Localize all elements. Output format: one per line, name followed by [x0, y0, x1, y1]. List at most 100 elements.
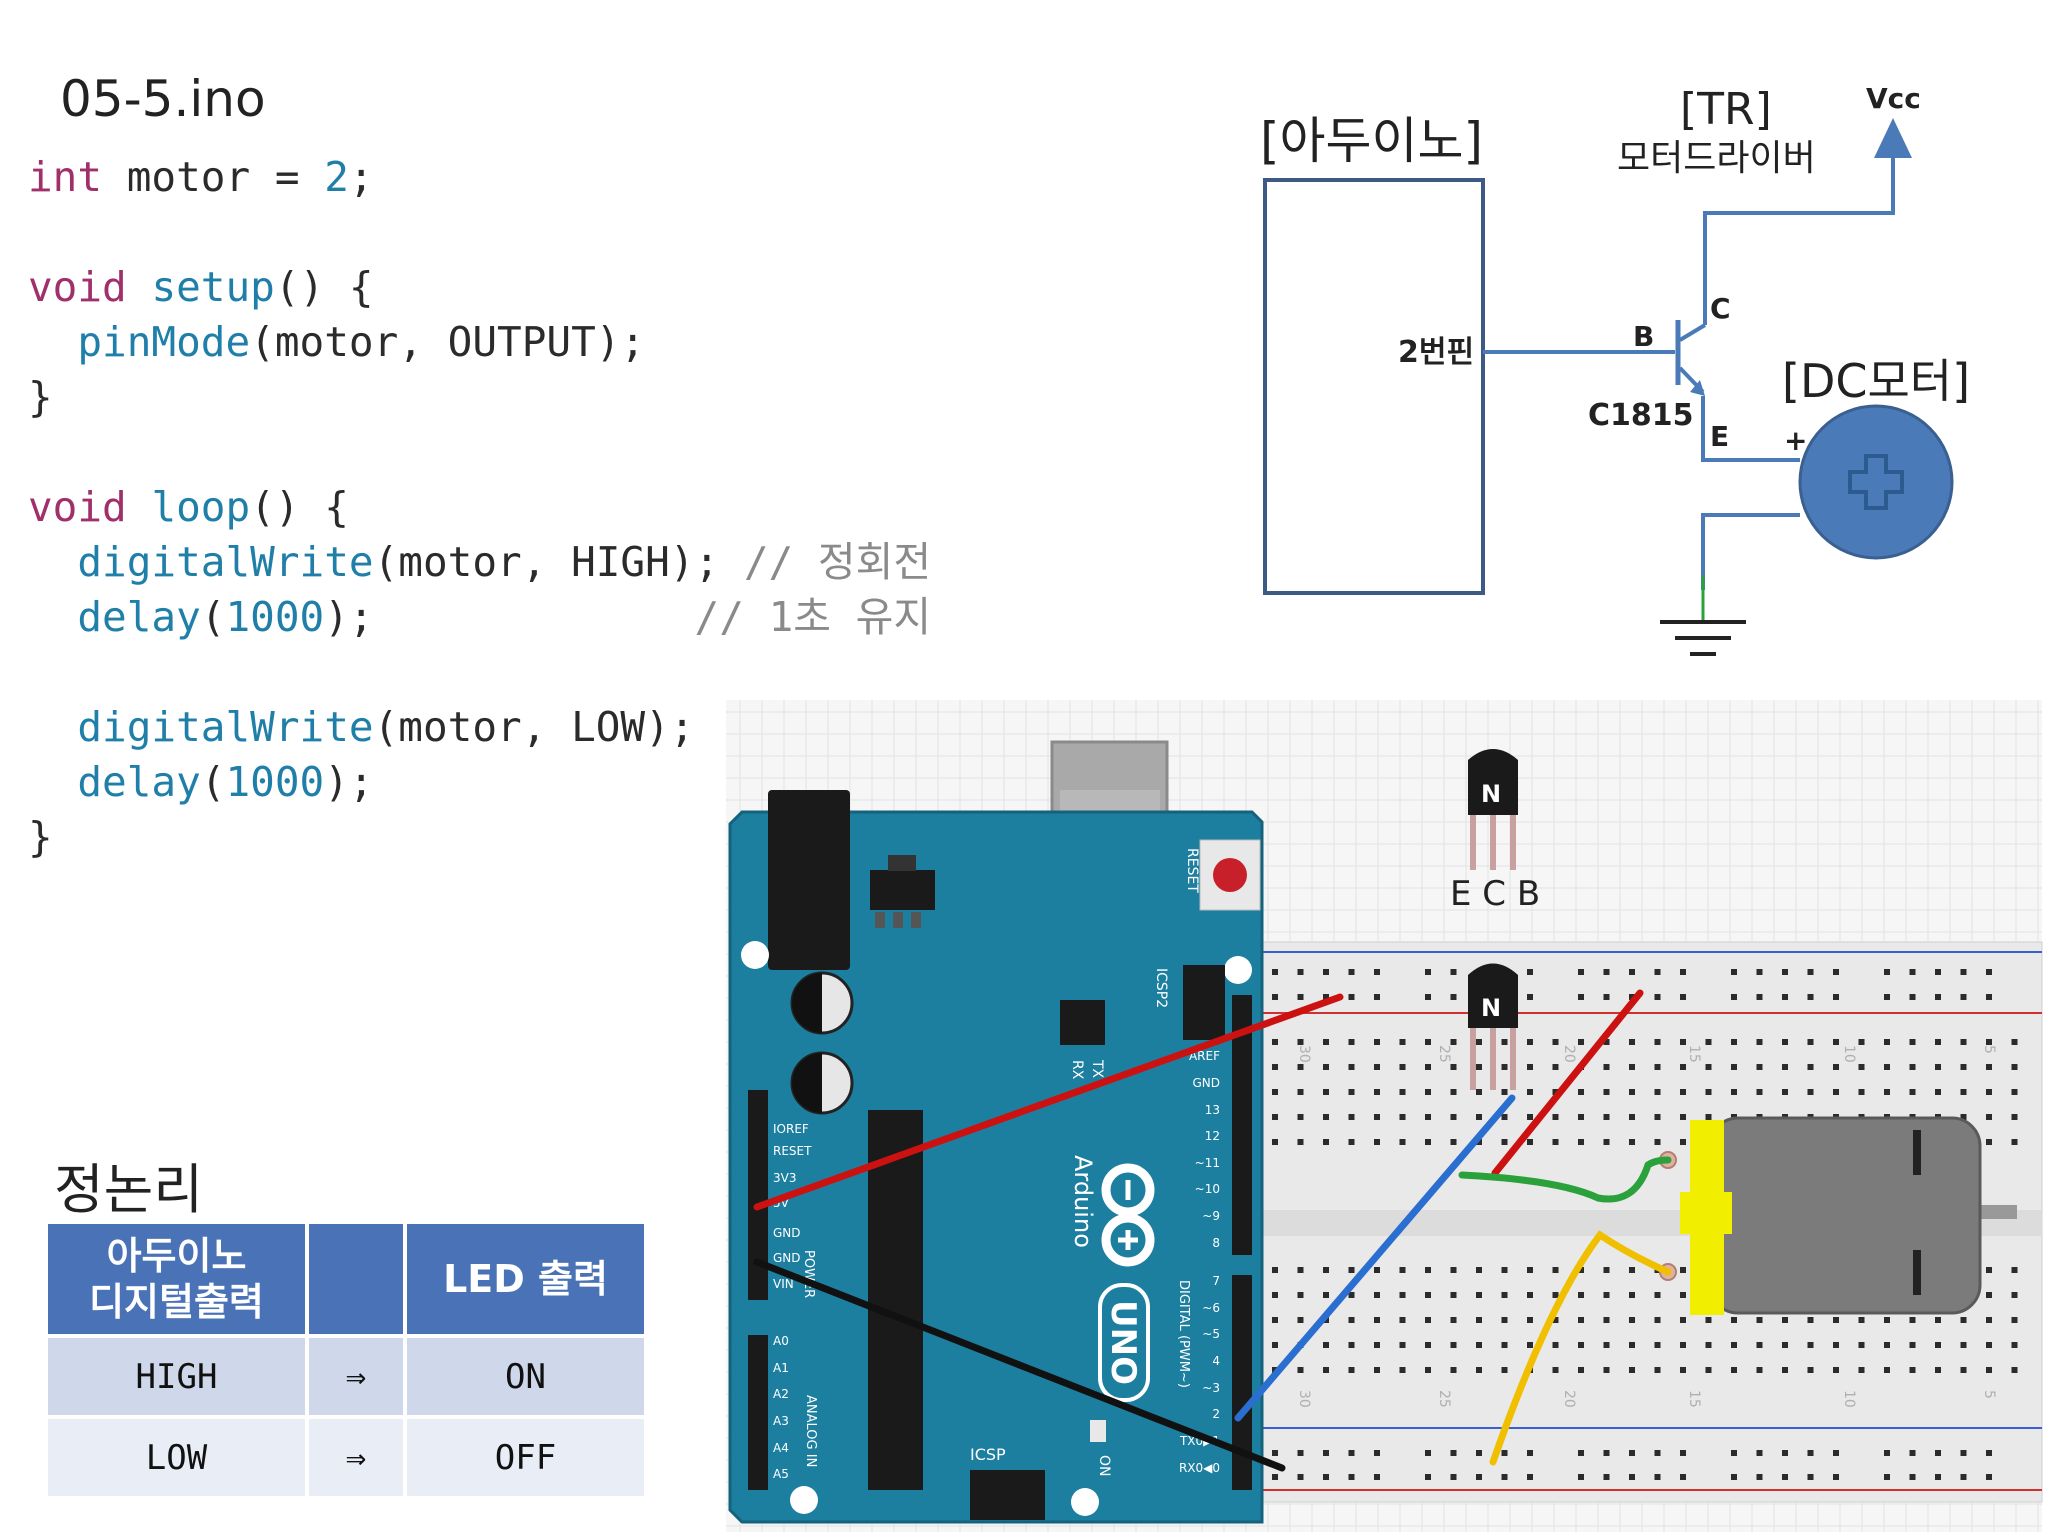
col-number: 25 [1436, 1390, 1452, 1408]
breadboard-hole [1909, 1367, 1916, 1373]
transistor-leg [1510, 1020, 1516, 1090]
breadboard-hole [1782, 1089, 1788, 1095]
breadboard-hole [2011, 1039, 2018, 1045]
breadboard-hole [1425, 1064, 1431, 1070]
breadboard-hole [1578, 1450, 1584, 1456]
breadboard-hole [1654, 969, 1661, 975]
breadboard-hole [1552, 1267, 1559, 1273]
breadboard-hole [1884, 1474, 1890, 1480]
breadboard-hole [1833, 1039, 1839, 1045]
breadboard-hole [2011, 1114, 2018, 1120]
breadboard-hole [1425, 1317, 1431, 1323]
breadboard-hole [1399, 1039, 1406, 1045]
cell-input: LOW [48, 1419, 305, 1496]
breadboard-hole [1552, 1114, 1559, 1120]
breadboard-hole [1654, 994, 1661, 1000]
breadboard-hole [1884, 969, 1890, 975]
breadboard-hole [1680, 1292, 1686, 1298]
breadboard-hole [1884, 1089, 1890, 1095]
col-number: 10 [1841, 1390, 1857, 1408]
breadboard-hole [1297, 1089, 1304, 1095]
breadboard-hole [1833, 1317, 1839, 1323]
breadboard-hole [1399, 1267, 1406, 1273]
breadboard-hole [1425, 994, 1431, 1000]
breadboard-hole [1578, 1089, 1584, 1095]
breadboard-hole [1858, 1367, 1865, 1373]
breadboard-hole [1297, 1450, 1304, 1456]
breadboard-hole [1680, 1342, 1686, 1348]
breadboard-hole [1756, 1342, 1763, 1348]
breadboard-hole [1374, 1342, 1380, 1348]
breadboard-hole [1374, 1139, 1380, 1145]
breadboard-hole [1603, 1367, 1610, 1373]
regulator-leg [911, 912, 921, 928]
tr-label: [TR] [1680, 84, 1772, 135]
breadboard-hole [1399, 1064, 1406, 1070]
transistor-loose: N E C B [1450, 749, 1540, 914]
breadboard-hole [1323, 1267, 1329, 1273]
pin-label-ioref: IOREF [773, 1122, 809, 1136]
breadboard-hole [1807, 1450, 1814, 1456]
breadboard-hole [1348, 1039, 1355, 1045]
breadboard-hole [1680, 1267, 1686, 1273]
plus-label: + [1784, 424, 1807, 457]
breadboard-hole [1501, 1114, 1508, 1120]
breadboard-hole [1603, 969, 1610, 975]
breadboard-hole [1501, 1064, 1508, 1070]
breadboard-hole [1909, 994, 1916, 1000]
breadboard-hole [1629, 1114, 1635, 1120]
breadboard-hole [1603, 1114, 1610, 1120]
breadboard-hole [1960, 1367, 1967, 1373]
breadboard-hole [1527, 969, 1533, 975]
breadboard-hole [1680, 1474, 1686, 1480]
breadboard-hole [1782, 1450, 1788, 1456]
vcc-arrow-icon [1874, 118, 1912, 158]
breadboard-hole [1705, 1317, 1712, 1323]
tx-label: TX [1089, 1059, 1105, 1079]
header-arrow [309, 1224, 403, 1334]
breadboard-hole [1884, 994, 1890, 1000]
microcontroller [868, 1110, 923, 1490]
breadboard-hole [1986, 1367, 1992, 1373]
breadboard-hole [1399, 1114, 1406, 1120]
emitter-wire [1701, 396, 1800, 462]
transistor-pins-label: E C B [1450, 874, 1540, 914]
breadboard-hole [1960, 994, 1967, 1000]
breadboard-hole [1399, 1317, 1406, 1323]
breadboard-hole [1476, 1114, 1482, 1120]
breadboard-hole [1986, 1039, 1992, 1045]
breadboard-hole [1348, 1474, 1355, 1480]
breadboard-hole [1476, 1064, 1482, 1070]
motor-symbol [1798, 404, 1954, 560]
mount-hole [790, 1486, 818, 1514]
breadboard-hole [1909, 1342, 1916, 1348]
pin-label-d13: 13 [1205, 1103, 1220, 1117]
cell-arrow: ⇒ [309, 1419, 403, 1496]
digital-label: DIGITAL (PWM~) [1176, 1280, 1191, 1388]
pin-label-3v3: 3V3 [773, 1171, 796, 1185]
breadboard-hole [1629, 1039, 1635, 1045]
power-jack [768, 790, 850, 970]
regulator-leg [893, 912, 903, 928]
breadboard-hole [1578, 994, 1584, 1000]
breadboard-hole [1833, 1450, 1839, 1456]
breadboard-hole [1629, 994, 1635, 1000]
breadboard-hole [1731, 1064, 1737, 1070]
breadboard-hole [1527, 994, 1533, 1000]
breadboard-hole [1348, 994, 1355, 1000]
breadboard-hole [1527, 1064, 1533, 1070]
pin-label-d4: 4 [1212, 1354, 1220, 1368]
emitter-arrow-icon [1690, 380, 1705, 396]
pin-label-gnd: GND [773, 1251, 801, 1265]
breadboard-hole [1960, 1317, 1967, 1323]
breadboard-hole [1348, 1342, 1355, 1348]
dc-motor [1659, 1116, 2017, 1315]
arduino-label: [아두이노] [1260, 112, 1483, 170]
breadboard-hole [1629, 1367, 1635, 1373]
breadboard-hole [1323, 1139, 1329, 1145]
breadboard-hole [1552, 1089, 1559, 1095]
breadboard-hole [1527, 1474, 1533, 1480]
breadboard-hole [1603, 1267, 1610, 1273]
pin-label-a1: A1 [773, 1361, 789, 1375]
logo-loop [1101, 1163, 1155, 1217]
